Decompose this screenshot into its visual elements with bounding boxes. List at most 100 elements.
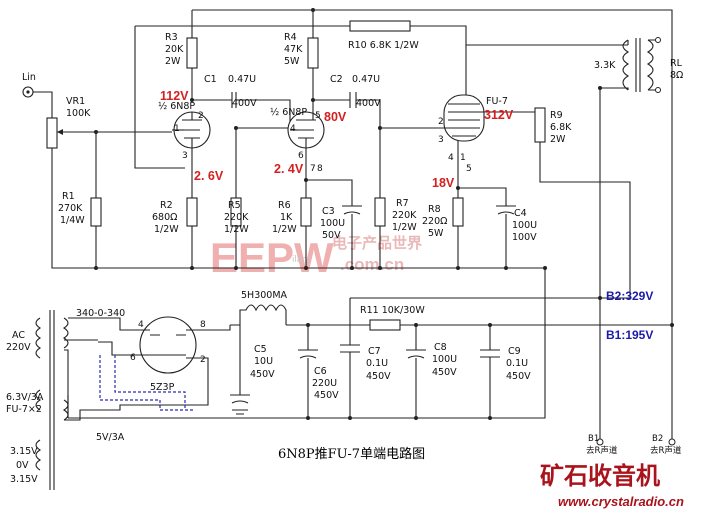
svg-text:100U: 100U <box>432 354 457 365</box>
capacitor-c3 <box>342 205 362 215</box>
diagram-title: 6N8P推FU-7单端电路图 <box>278 446 425 462</box>
pt-primary-coil <box>35 317 42 359</box>
wire-terminals <box>599 430 673 440</box>
svg-text:4: 4 <box>138 320 144 330</box>
resistors <box>46 20 546 331</box>
capacitor-c6 <box>298 349 318 365</box>
rail-b2: B2:329V <box>606 289 653 303</box>
watermark: EEPW 电子产品世界 .com.cn ilanJ <box>210 234 422 281</box>
watermark-site: 电子产品世界 <box>332 234 422 252</box>
watermark-url: .com.cn <box>340 255 404 274</box>
voltage-v2-plate: 80V <box>324 110 347 124</box>
svg-text:220U: 220U <box>312 378 337 389</box>
rectifier-envelope <box>139 316 197 374</box>
svg-text:270K: 270K <box>58 203 83 214</box>
svg-text:6: 6 <box>298 151 304 161</box>
label-r3: R3 <box>165 32 178 43</box>
svg-text:0.47U: 0.47U <box>352 74 380 85</box>
capacitor-c9 <box>480 349 500 362</box>
svg-text:100U: 100U <box>320 218 345 229</box>
label-c2: C2 <box>330 74 343 85</box>
resistor-r3 <box>186 37 198 69</box>
voltage-v2-cathode: 2. 4V <box>274 162 304 176</box>
terminal-b1-icon <box>596 438 604 446</box>
svg-text:1/2W: 1/2W <box>154 224 179 235</box>
svg-text:220K: 220K <box>224 212 249 223</box>
junction-dots <box>94 8 674 420</box>
svg-text:1: 1 <box>460 153 466 163</box>
tube-v3 <box>440 80 485 158</box>
filament-wires <box>99 355 195 411</box>
svg-text:1K: 1K <box>280 212 293 223</box>
svg-text:0.1U: 0.1U <box>506 358 528 369</box>
ground-icon <box>232 409 248 415</box>
voltage-v3-cathode: 18V <box>432 176 455 190</box>
pt-fil-coil-2 <box>35 439 42 471</box>
filament-wire-a <box>99 355 161 410</box>
brand-name: 矿石收音机 <box>540 462 660 490</box>
rectifier-electrodes <box>150 334 186 356</box>
terminal-b1-note: 去R声道 <box>586 445 618 456</box>
capacitor-c4 <box>496 205 516 215</box>
label-tube-v2: ½ 6N8P <box>270 107 307 118</box>
speaker-terminal-icon <box>655 37 661 43</box>
wire-top-rail <box>192 9 673 330</box>
label-rl: RL <box>670 58 683 69</box>
svg-text:50V: 50V <box>322 230 341 241</box>
svg-text:5: 5 <box>315 111 321 121</box>
resistor-r5 <box>230 197 242 227</box>
supply-rails: B2:329V B1:195V <box>606 289 653 342</box>
label-r11: R11 10K/30W <box>360 305 425 316</box>
label-r2: R2 <box>160 200 173 211</box>
wire-c3 <box>306 179 353 206</box>
brand-logo: 矿石收音机 www.crystalradio.cn <box>540 462 684 509</box>
voltage-v3-plate: 312V <box>484 108 514 122</box>
resistor-r11 <box>369 319 401 331</box>
resistor-r4 <box>307 37 319 69</box>
svg-text:220Ω: 220Ω <box>422 216 447 227</box>
label-c5: C5 <box>254 344 267 355</box>
wire-c4 <box>458 187 507 206</box>
potentiometer-vr1 <box>46 117 58 149</box>
wire-filter-gnd <box>307 362 491 418</box>
tube-v1 <box>172 111 211 158</box>
label-hv: 340-0-340 <box>76 308 125 319</box>
tube-v2 <box>287 100 325 168</box>
wiring <box>28 9 673 440</box>
svg-text:10U: 10U <box>254 356 273 367</box>
svg-text:100U: 100U <box>512 220 537 231</box>
label-ac: AC <box>12 330 25 341</box>
ot-primary-coil <box>622 39 630 91</box>
svg-text:220K: 220K <box>392 210 417 221</box>
svg-text:1/4W: 1/4W <box>60 215 85 226</box>
resistor-r6 <box>300 197 312 227</box>
svg-text:0V: 0V <box>16 460 29 471</box>
svg-text:0.47U: 0.47U <box>228 74 256 85</box>
wire-feedback <box>134 26 185 169</box>
svg-text:450V: 450V <box>432 367 457 378</box>
svg-text:8Ω: 8Ω <box>670 70 683 81</box>
wire-gnd-return <box>68 268 546 419</box>
watermark-main: EEPW <box>210 234 334 281</box>
wire-ot <box>599 40 629 430</box>
svg-text:100K: 100K <box>66 108 91 119</box>
label-choke: 5H300MA <box>241 290 288 301</box>
label-r7: R7 <box>396 198 409 209</box>
resistor-r8 <box>452 197 464 227</box>
svg-text:0.1U: 0.1U <box>366 358 388 369</box>
svg-text:2: 2 <box>198 111 204 121</box>
output-terminals: B1 去R声道 B2 去R声道 <box>586 434 682 456</box>
resistor-r7 <box>374 197 386 227</box>
label-ot-primary: 3.3K <box>594 60 616 71</box>
svg-text:5W: 5W <box>428 228 444 239</box>
wire-rect-out <box>194 325 231 331</box>
label-r9: R9 <box>550 110 563 121</box>
output-transformer <box>622 37 661 93</box>
svg-text:7: 7 <box>310 164 316 174</box>
potentiometer-arrow-icon <box>57 129 63 135</box>
label-r1: R1 <box>62 191 75 202</box>
voltage-v1-plate: 112V <box>160 89 189 103</box>
capacitors <box>230 92 516 404</box>
svg-text:FU-7×2: FU-7×2 <box>6 404 42 415</box>
label-r8: R8 <box>428 204 441 215</box>
